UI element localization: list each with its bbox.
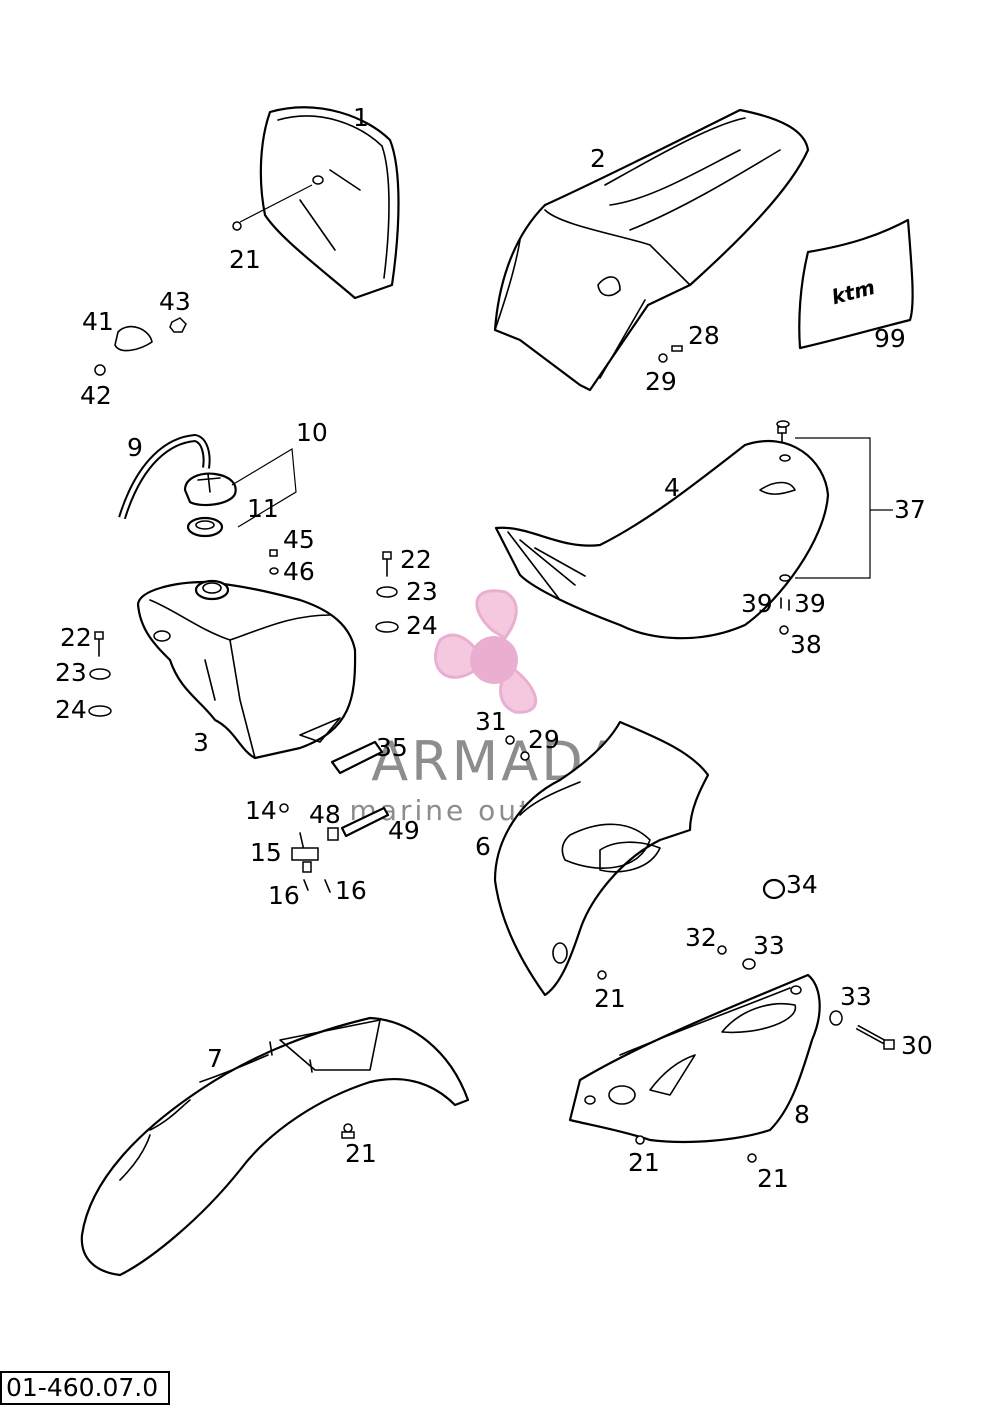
armada-logo-icon (434, 589, 538, 714)
fuel-cap-part (183, 472, 237, 507)
callout-4: 4 (664, 473, 680, 502)
side-plate-part (568, 973, 821, 1144)
callout-21: 21 (594, 984, 626, 1013)
screw-31-29 (505, 735, 530, 761)
fuel-tank-part (136, 579, 357, 760)
screw-21-fender (341, 1123, 355, 1139)
callout-14: 14 (245, 796, 277, 825)
tank-bolt-22-right (375, 551, 399, 633)
ktm-decal-part: ktm (798, 218, 914, 350)
nut-32 (717, 945, 727, 955)
callout-29: 29 (645, 367, 677, 396)
fuel-tap-part (279, 803, 331, 893)
callout-39: 39 (794, 589, 826, 618)
screw-21-plate-a (635, 1135, 645, 1145)
callout-99: 99 (874, 324, 906, 353)
callout-45: 45 (283, 525, 315, 554)
callout-49: 49 (388, 816, 420, 845)
bolt-30 (855, 1024, 895, 1050)
callout-8: 8 (794, 1100, 810, 1129)
front-fender-part (80, 1016, 470, 1277)
callout-30: 30 (901, 1031, 933, 1060)
callout-7: 7 (207, 1044, 223, 1073)
callout-28: 28 (688, 321, 720, 350)
callout-22: 22 (60, 623, 92, 652)
seat-nut-38 (779, 625, 789, 635)
callout-42: 42 (80, 381, 112, 410)
side-cover-part (493, 720, 710, 997)
callout-24: 24 (55, 695, 87, 724)
callout-41: 41 (82, 307, 114, 336)
rubber-34 (762, 878, 786, 900)
sticker-35 (330, 740, 384, 775)
callout-21: 21 (229, 245, 261, 274)
callout-35: 35 (376, 733, 408, 762)
callout-24: 24 (406, 611, 438, 640)
callout-16: 16 (335, 876, 367, 905)
callout-1: 1 (353, 103, 369, 132)
callout-31: 31 (475, 707, 507, 736)
washer-part-28-29 (658, 345, 683, 363)
seat-part (494, 439, 830, 640)
callout-21: 21 (757, 1164, 789, 1193)
callout-16: 16 (268, 881, 300, 910)
callout-10: 10 (296, 418, 328, 447)
rear-fender-part (493, 108, 810, 392)
callout-33: 33 (753, 931, 785, 960)
callout-32: 32 (685, 923, 717, 952)
washer-33-b (829, 1010, 843, 1026)
screw-part-42 (94, 364, 106, 376)
callout-33: 33 (840, 982, 872, 1011)
screw-21-side (597, 970, 607, 980)
screw-21-plate-b (747, 1153, 757, 1163)
callout-43: 43 (159, 287, 191, 316)
callout-22: 22 (400, 545, 432, 574)
callout-2: 2 (590, 144, 606, 173)
nut-part (169, 317, 187, 333)
callout-6: 6 (475, 832, 491, 861)
washer-33-a (742, 958, 756, 970)
seat-bolt-37 (776, 420, 790, 443)
fuel-hose-part (118, 433, 211, 520)
wire-clip-part (114, 325, 153, 352)
callout-29: 29 (528, 725, 560, 754)
callout-9: 9 (127, 433, 143, 462)
fuel-cap-seal-part (186, 516, 224, 538)
tank-bolt-22-left (88, 631, 112, 717)
callout-21: 21 (628, 1148, 660, 1177)
fuel-hose-49 (327, 806, 390, 841)
callout-15: 15 (250, 838, 282, 867)
seat-clips-39 (780, 597, 790, 611)
callout-37: 37 (894, 495, 926, 524)
callout-34: 34 (786, 870, 818, 899)
callout-48: 48 (309, 800, 341, 829)
screw-45-46 (269, 549, 279, 575)
callout-11: 11 (247, 494, 279, 523)
seat-washer-37 (779, 454, 791, 582)
callout-23: 23 (55, 658, 87, 687)
callout-46: 46 (283, 557, 315, 586)
callout-39: 39 (741, 589, 773, 618)
callout-21: 21 (345, 1139, 377, 1168)
callout-38: 38 (790, 630, 822, 659)
drawing-code-label: 01-460.07.0 (0, 1371, 170, 1405)
number-plate-part (259, 106, 400, 300)
callout-3: 3 (193, 728, 209, 757)
callout-23: 23 (406, 577, 438, 606)
